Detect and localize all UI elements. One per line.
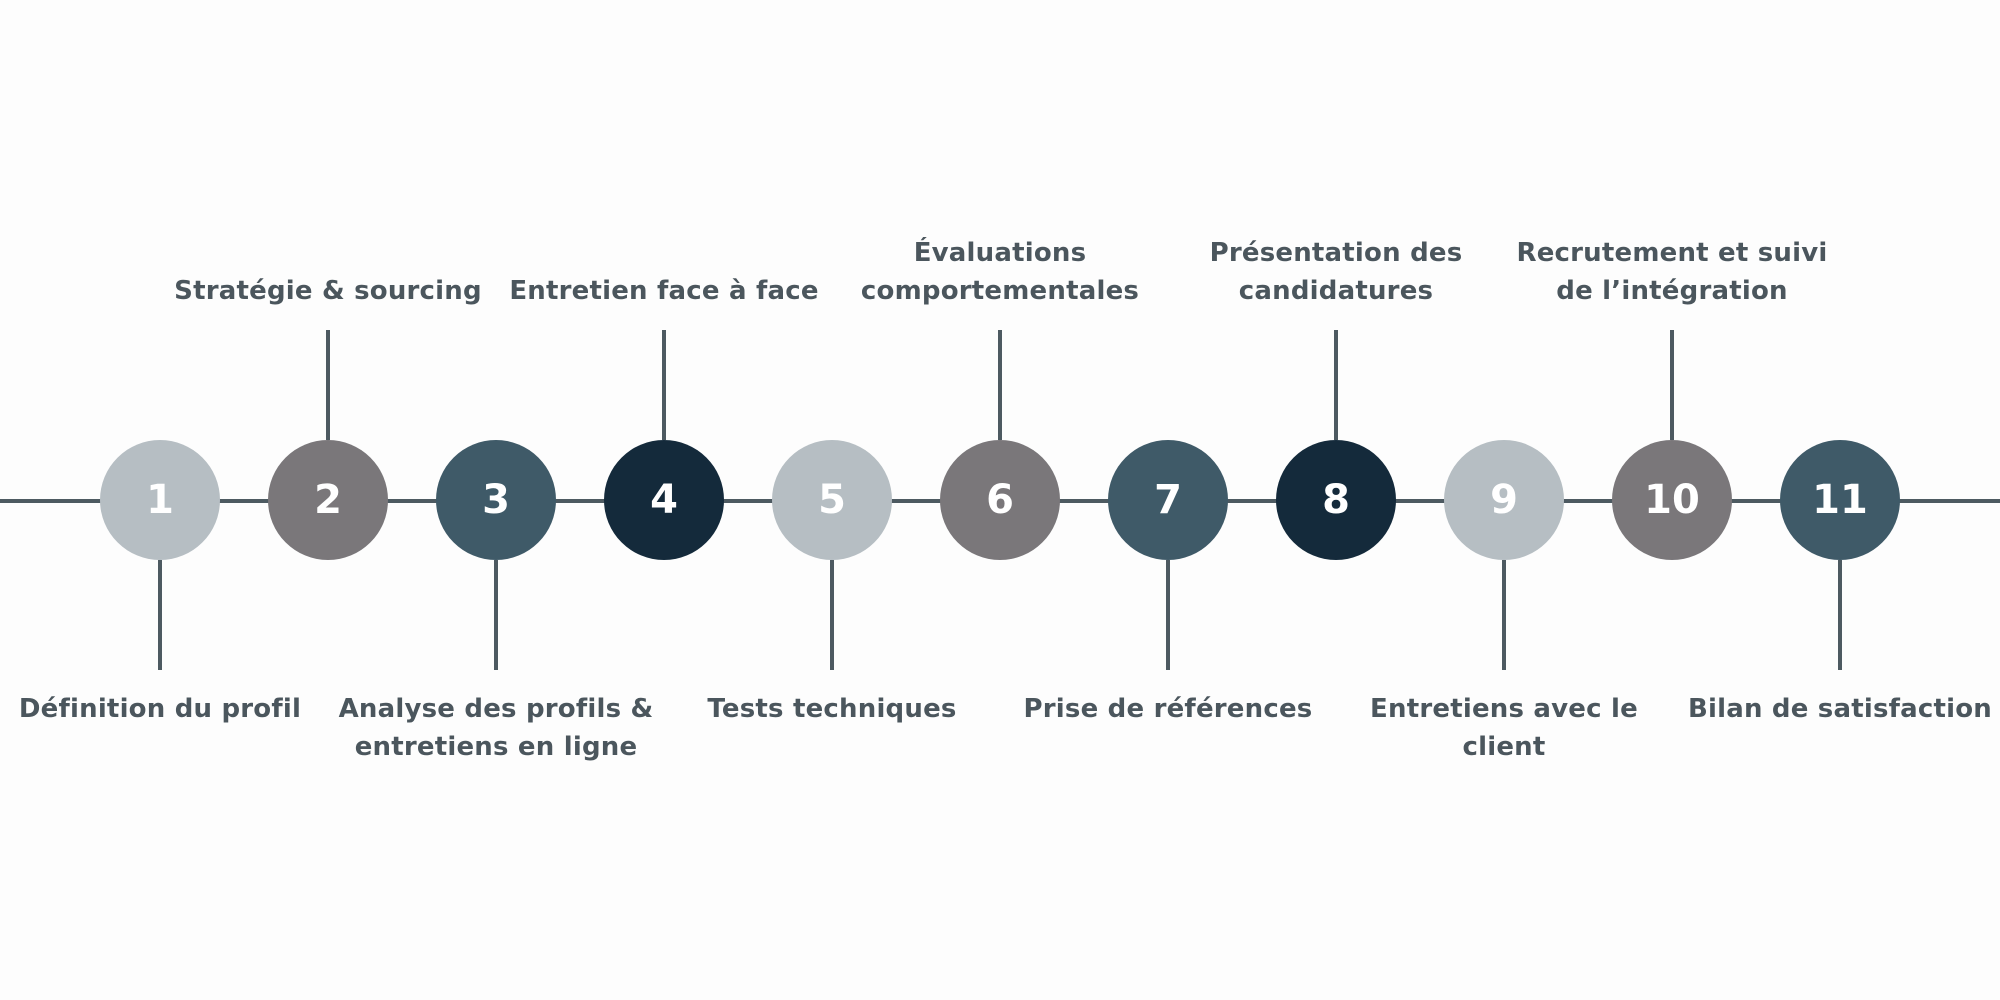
- step-5-label: Tests techniques: [662, 690, 1002, 728]
- step-number: 5: [818, 477, 846, 523]
- step-1-connector: [158, 560, 162, 670]
- step-label-text: Évaluations comportementales: [860, 238, 1140, 306]
- step-label-text: Bilan de satisfaction: [1687, 694, 1993, 724]
- step-9-connector: [1502, 560, 1506, 670]
- step-3-connector: [494, 560, 498, 670]
- step-4-circle: 4: [604, 440, 724, 560]
- step-11-connector: [1838, 560, 1842, 670]
- step-6-connector: [998, 330, 1002, 440]
- step-7-circle: 7: [1108, 440, 1228, 560]
- step-number: 8: [1322, 477, 1350, 523]
- step-label-text: Analyse des profils & entretiens en lign…: [338, 694, 654, 762]
- step-10-circle: 10: [1612, 440, 1732, 560]
- step-7-label: Prise de références: [998, 690, 1338, 728]
- step-9-label: Entretiens avec le client: [1334, 690, 1674, 766]
- step-number: 11: [1812, 477, 1868, 523]
- step-3-circle: 3: [436, 440, 556, 560]
- step-11-circle: 11: [1780, 440, 1900, 560]
- step-number: 10: [1644, 477, 1700, 523]
- step-label-text: Stratégie & sourcing: [174, 276, 482, 306]
- step-1-circle: 1: [100, 440, 220, 560]
- step-6-circle: 6: [940, 440, 1060, 560]
- step-number: 3: [482, 477, 510, 523]
- step-10-connector: [1670, 330, 1674, 440]
- step-2-circle: 2: [268, 440, 388, 560]
- step-11-label: Bilan de satisfaction: [1670, 690, 2000, 728]
- step-label-text: Recrutement et suivi de l’intégration: [1516, 238, 1828, 306]
- step-4-connector: [662, 330, 666, 440]
- step-label-text: Définition du profil: [18, 694, 302, 724]
- step-5-circle: 5: [772, 440, 892, 560]
- step-number: 4: [650, 477, 678, 523]
- step-3-label: Analyse des profils & entretiens en lign…: [326, 690, 666, 766]
- step-2-label: Stratégie & sourcing: [158, 230, 498, 310]
- step-8-label: Présentation des candidatures: [1166, 230, 1506, 310]
- step-10-label: Recrutement et suivi de l’intégration: [1502, 230, 1842, 310]
- step-number: 1: [146, 477, 174, 523]
- step-label-text: Entretiens avec le client: [1370, 694, 1638, 762]
- step-number: 6: [986, 477, 1014, 523]
- step-number: 9: [1490, 477, 1518, 523]
- step-number: 2: [314, 477, 342, 523]
- step-8-circle: 8: [1276, 440, 1396, 560]
- step-6-label: Évaluations comportementales: [830, 230, 1170, 310]
- step-9-circle: 9: [1444, 440, 1564, 560]
- step-label-text: Présentation des candidatures: [1209, 238, 1463, 306]
- step-number: 7: [1154, 477, 1182, 523]
- step-7-connector: [1166, 560, 1170, 670]
- step-label-text: Entretien face à face: [509, 276, 819, 306]
- step-label-text: Prise de références: [1023, 694, 1313, 724]
- step-2-connector: [326, 330, 330, 440]
- step-5-connector: [830, 560, 834, 670]
- step-1-label: Définition du profil: [0, 690, 330, 728]
- step-4-label: Entretien face à face: [494, 230, 834, 310]
- step-label-text: Tests techniques: [707, 694, 957, 724]
- step-8-connector: [1334, 330, 1338, 440]
